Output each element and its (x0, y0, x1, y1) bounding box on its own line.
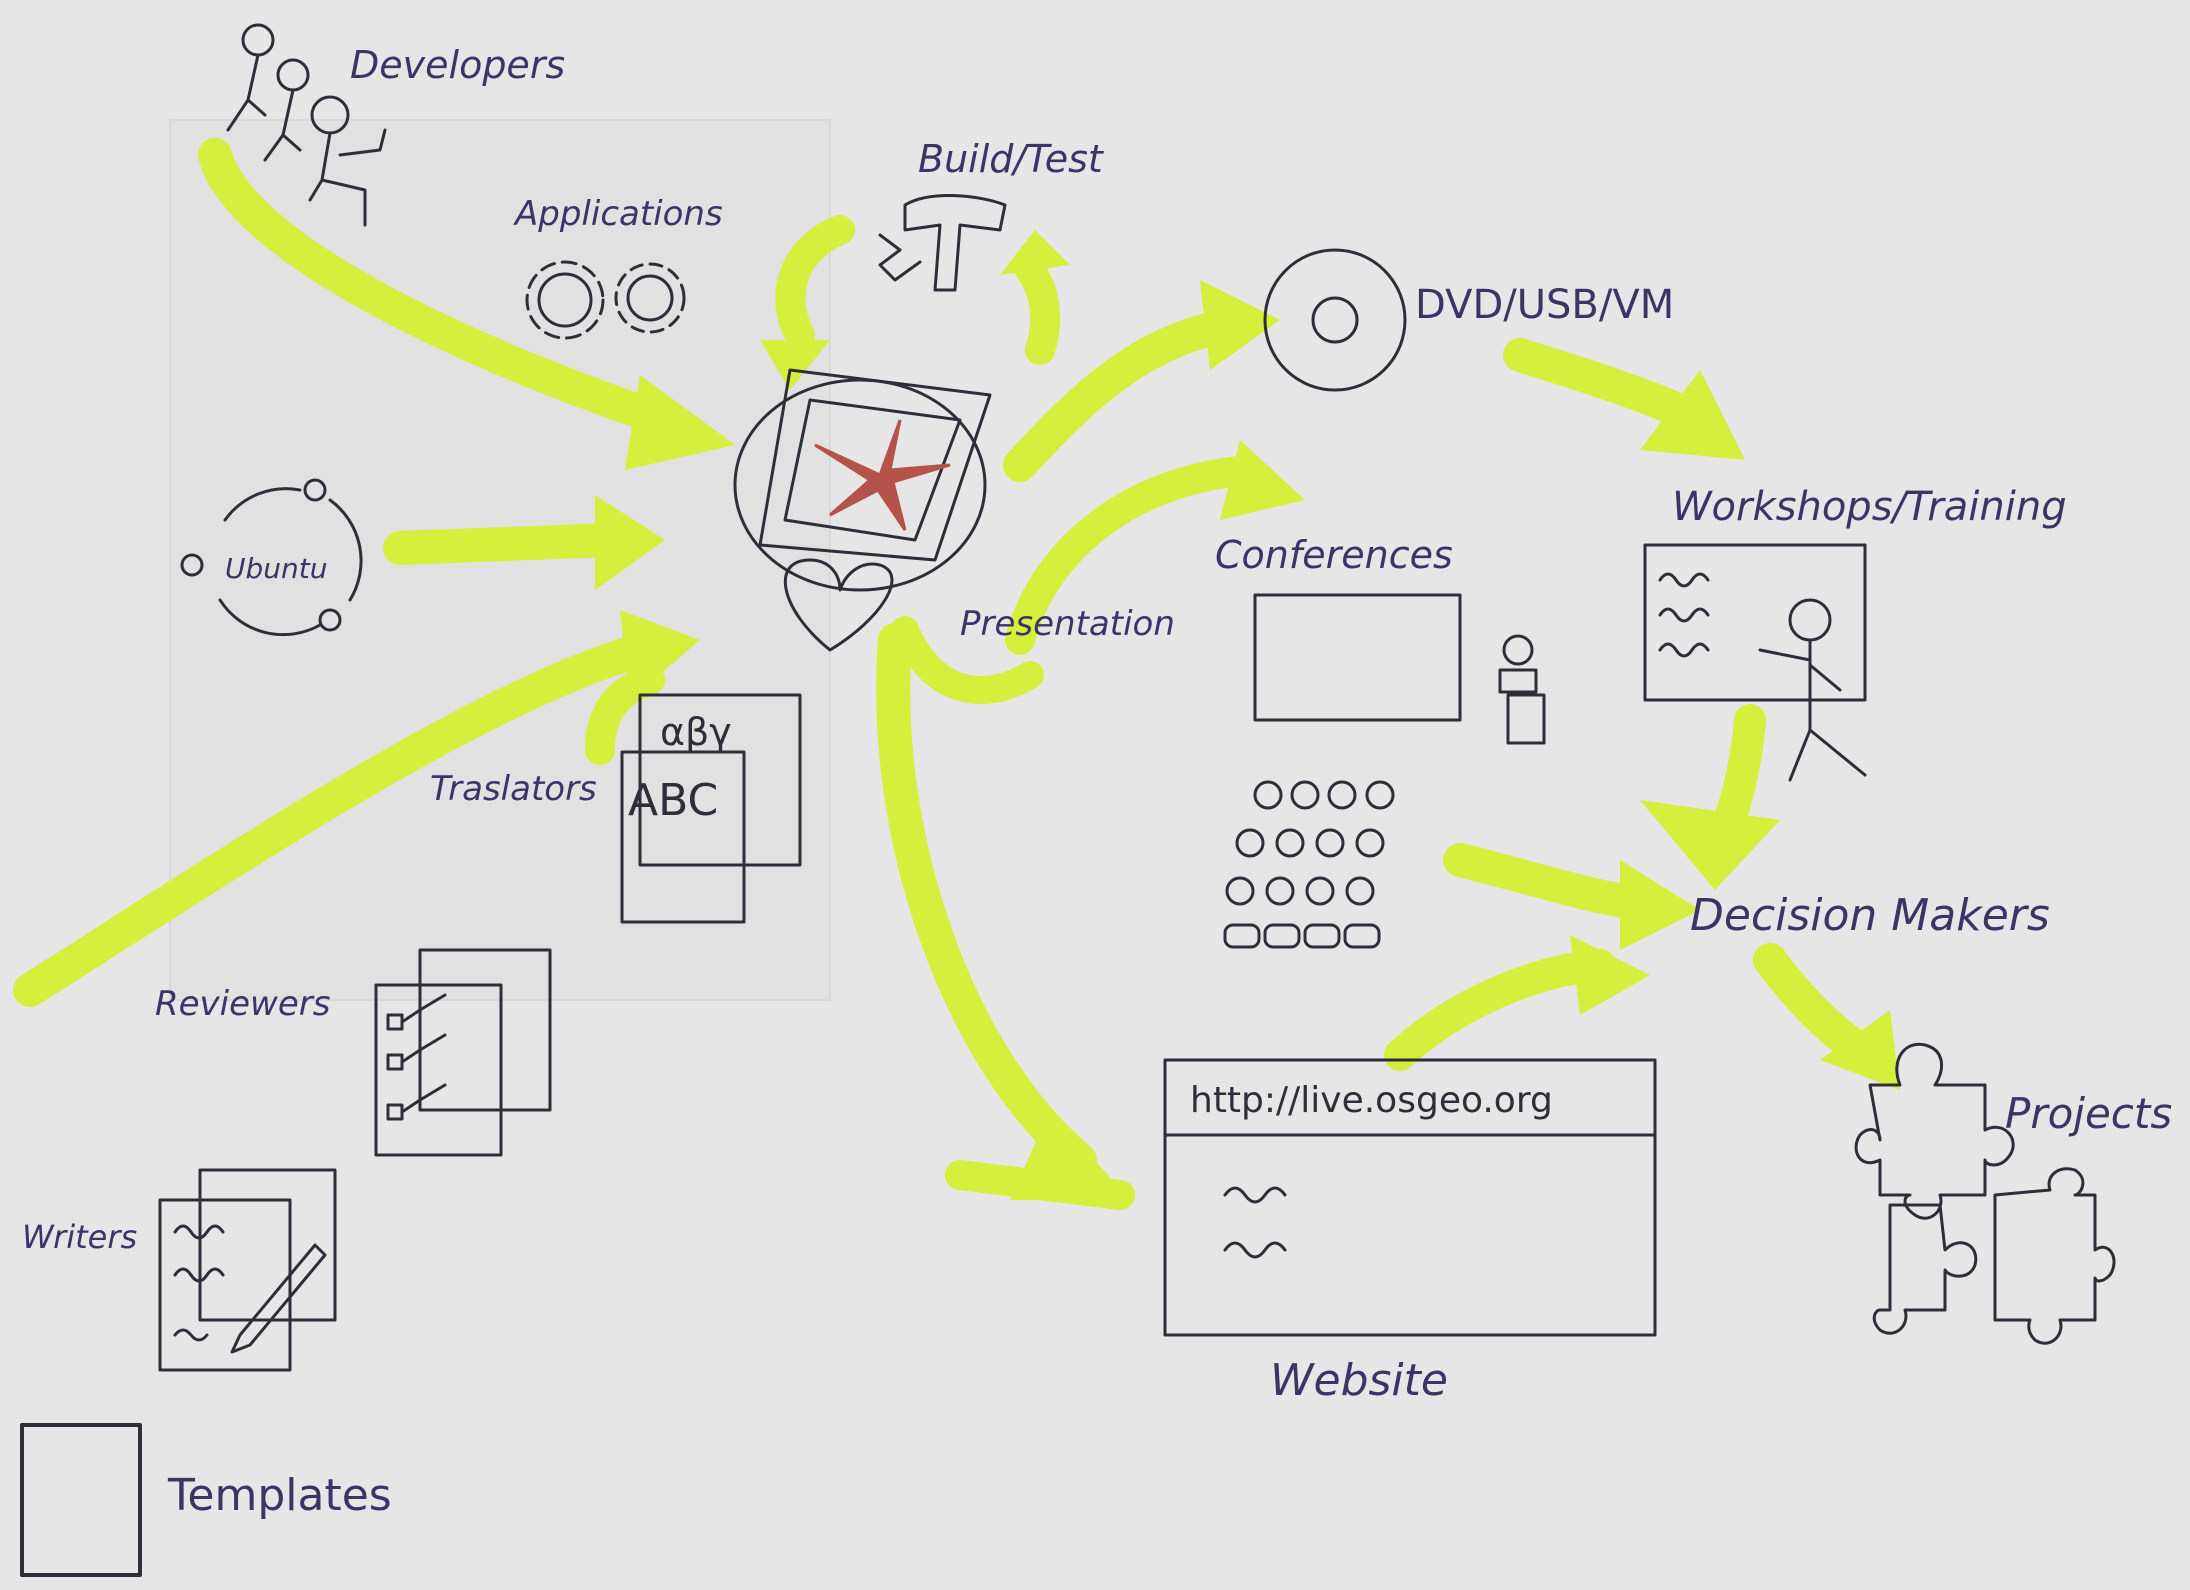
arrowhead-projects (1820, 1010, 1900, 1090)
arrowhead-conferences (1220, 440, 1305, 520)
label-applications: Applications (513, 194, 723, 234)
gears-icon (525, 260, 686, 340)
arrow-developers-to-center (198, 138, 697, 442)
arrow-center-to-website (876, 623, 1097, 1177)
arrow-center-to-build (775, 215, 855, 350)
arrow-ubuntu-to-center (383, 523, 627, 565)
podium-icon (1498, 634, 1546, 745)
label-templates: Templates (167, 1470, 392, 1521)
browser-window-icon (1163, 1058, 1657, 1337)
label-presentation: Presentation (960, 604, 1175, 644)
arrow-build-to-center (1015, 255, 1061, 365)
label-workshops-training: Workshops/Training (1672, 484, 2067, 530)
arrowhead-decision-from-audience (1620, 860, 1700, 950)
label-projects: Projects (2005, 1089, 2172, 1138)
label-website: Website (1270, 1355, 1448, 1406)
arrow-writers-to-center (13, 633, 657, 1007)
documents-icon (620, 693, 802, 924)
label-dvd-usb-vm: DVD/USB/VM (1415, 282, 1674, 328)
arrowhead-build-up (1000, 230, 1070, 275)
arrowhead-ubuntu (595, 495, 665, 590)
developers-icon (226, 23, 387, 227)
label-greek-letters: αβγ (660, 710, 732, 754)
label-ubuntu: Ubuntu (225, 552, 327, 585)
disc-icon (1263, 248, 1407, 392)
label-conferences: Conferences (1215, 533, 1453, 577)
star-burst (814, 419, 951, 531)
screen-icon (1253, 593, 1462, 722)
arrow-center-to-dvd (1003, 308, 1247, 482)
arrowhead-dvd (1200, 280, 1280, 370)
heart-icon (783, 558, 894, 652)
checklist-icon (374, 948, 552, 1157)
whiteboard-teacher-icon (1643, 543, 1867, 782)
label-decision-makers: Decision Makers (1690, 890, 2050, 941)
template-icon (20, 1423, 142, 1577)
arrowhead-build-down (760, 340, 830, 390)
arrow-translators-to-center (585, 665, 665, 765)
flow-arrows (13, 138, 1900, 1210)
label-developers: Developers (350, 43, 565, 87)
arrowhead-decision-from-website (1570, 935, 1650, 1015)
arrow-center-to-presentation (891, 616, 1044, 704)
arrow-center-to-conferences (1005, 455, 1265, 655)
arrowhead-workshops (1640, 370, 1745, 460)
arrowhead-developers (625, 375, 735, 470)
writing-pencil-icon (158, 1168, 337, 1372)
label-reviewers: Reviewers (155, 984, 330, 1024)
label-url: http://live.osgeo.org (1190, 1080, 1553, 1121)
arrowhead-decision-from-workshops (1640, 800, 1780, 890)
label-latin-letters: ABC (628, 775, 718, 826)
compass-star-icon (733, 368, 992, 592)
audience-icon (1223, 780, 1395, 949)
hammer-icon (878, 194, 1007, 292)
label-translators: Traslators (430, 769, 597, 809)
puzzle-icon (1854, 1042, 2116, 1345)
label-writers: Writers (22, 1218, 137, 1256)
label-build-test: Build/Test (918, 137, 1105, 181)
ubuntu-logo-icon (180, 478, 363, 637)
arrow-website-tail (945, 1160, 1135, 1210)
